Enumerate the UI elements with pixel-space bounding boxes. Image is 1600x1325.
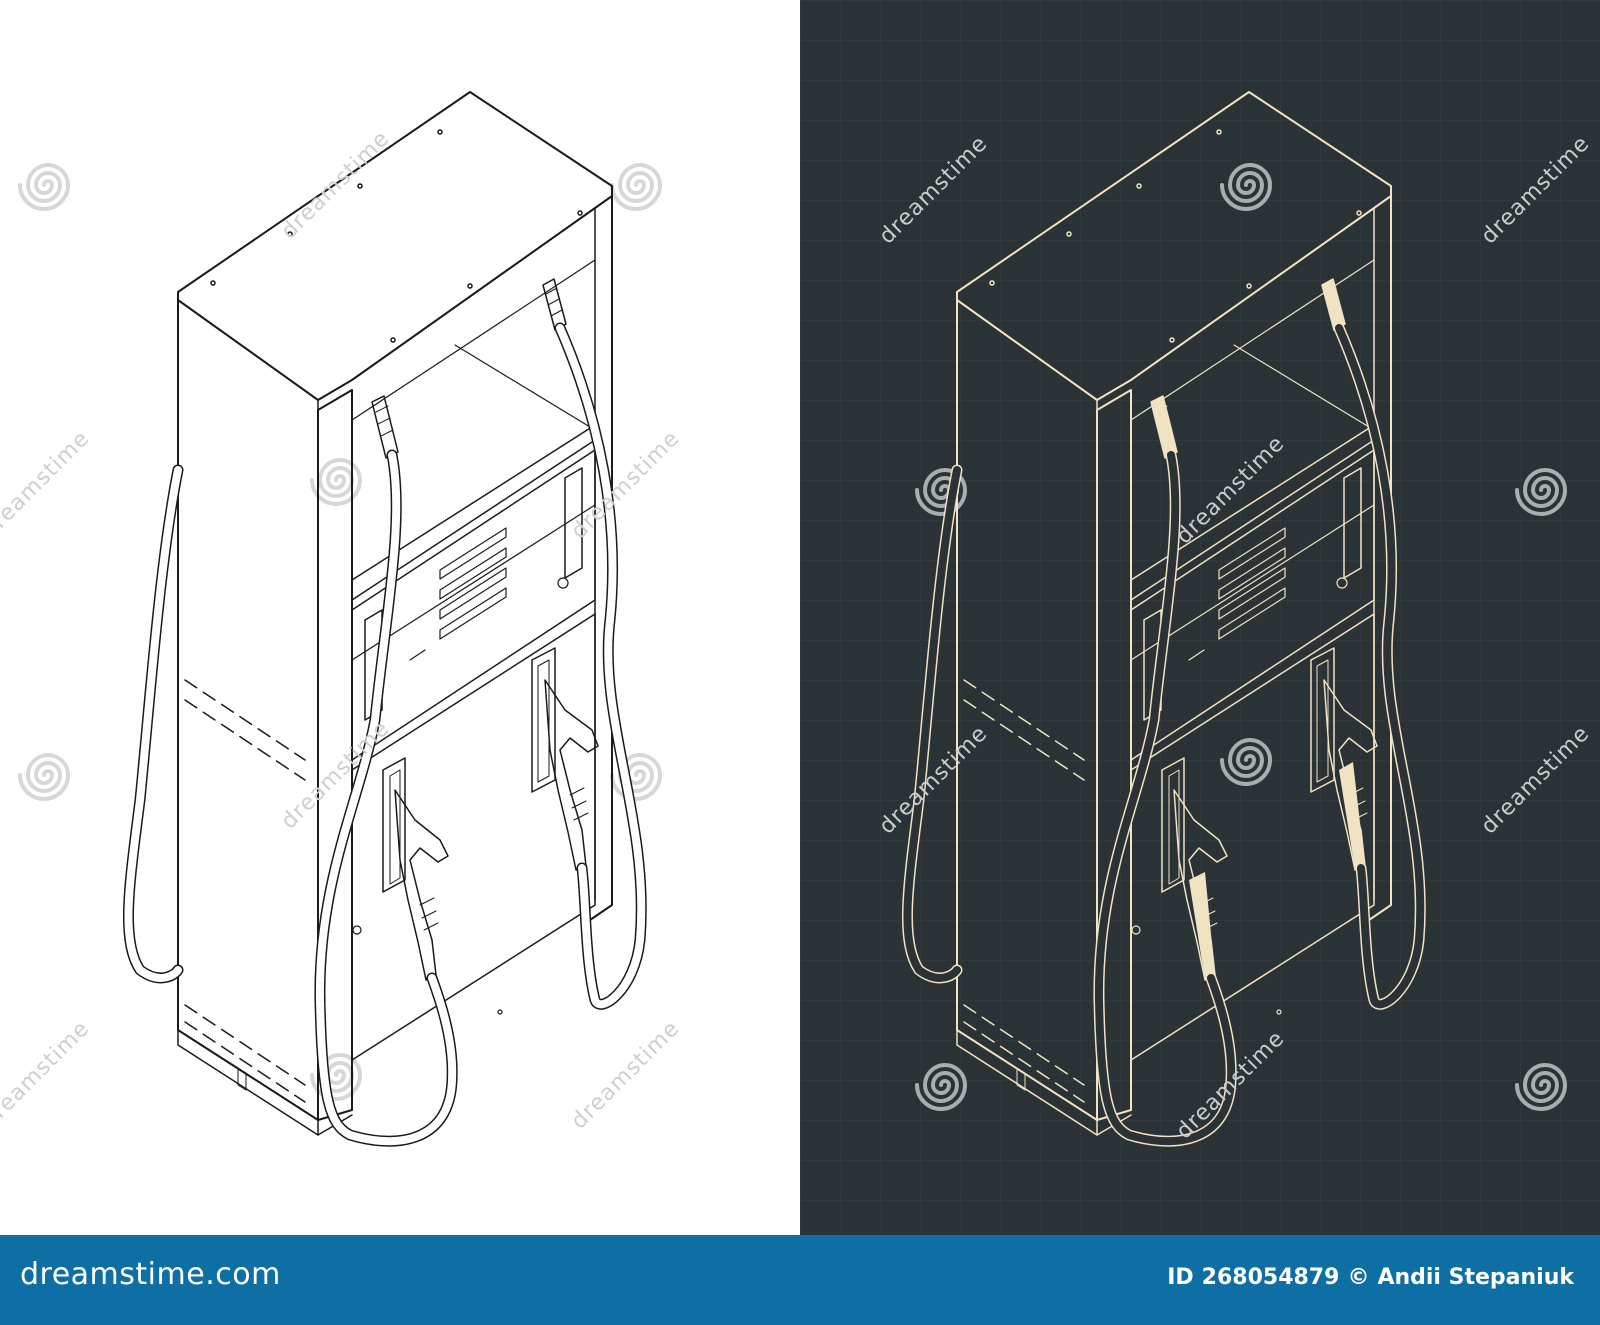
footer-image-credit: ID 268054879 © Andii Stepaniuk [1167,1265,1574,1290]
image-id-label: ID [1167,1265,1194,1290]
left-drawing-panel: dreamstime dreamstime dreamstime dreamst… [0,0,800,1235]
author-name[interactable]: Andii Stepaniuk [1377,1265,1574,1290]
right-drawing-panel: dreamstime dreamstime dreamstime dreamst… [800,0,1600,1235]
watermark-swirls [18,163,662,1101]
watermark-text-left-5: dreamstime [0,1016,95,1134]
watermark-text-left-6: dreamstime [567,1016,685,1134]
accent-fills [1151,279,1365,980]
left-pump-drawing: dreamstime dreamstime dreamstime dreamst… [0,0,685,1235]
footer-bar: dreamstime.com ID 268054879 © Andii Step… [0,1235,1600,1325]
footer-logo[interactable]: dreamstime.com [20,1257,281,1292]
watermark-text-left-3: dreamstime [567,426,685,544]
copyright-icon: © [1347,1265,1370,1290]
right-pump-drawing: dreamstime dreamstime dreamstime dreamst… [800,0,1600,1235]
image-id-number: 268054879 [1201,1265,1340,1290]
watermark-text-left-4: dreamstime [277,716,395,834]
watermark-text-left-2: dreamstime [0,426,95,544]
watermark-text-left-1: dreamstime [277,126,395,244]
